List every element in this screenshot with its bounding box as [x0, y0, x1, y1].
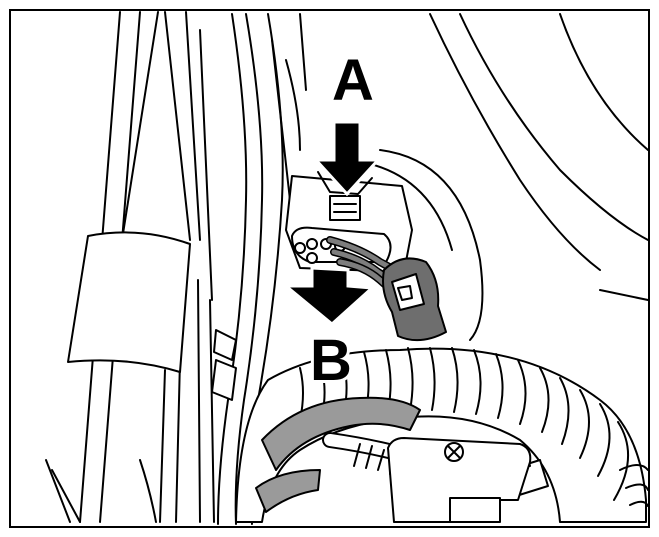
- connector-wires: [326, 236, 410, 298]
- arrow-a-icon: [312, 120, 382, 197]
- inner-harness: [255, 396, 421, 513]
- wire-grommet: [382, 257, 447, 342]
- mounting-bracket: [387, 437, 532, 523]
- callout-a-label: A: [332, 48, 374, 113]
- pipe-sleeve: [67, 231, 191, 373]
- connector-lock-tab: [329, 195, 361, 221]
- callout-b-label: B: [310, 328, 352, 393]
- right-side-tubes: [619, 464, 649, 507]
- vertical-pillar: [217, 13, 291, 525]
- arrow-b-icon: [281, 266, 376, 326]
- pillar-details: [45, 329, 237, 523]
